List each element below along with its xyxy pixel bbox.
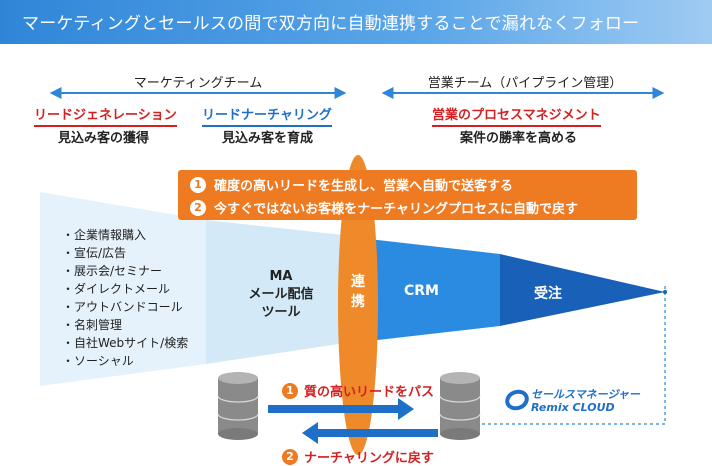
link-label: 連 携 xyxy=(349,272,367,312)
funnel-crm-section xyxy=(360,238,500,342)
callout-box xyxy=(178,170,637,220)
database-ma-icon xyxy=(217,372,259,440)
flow-return-label: 2 ナーチャリングに戻す xyxy=(282,447,434,466)
ma-label-line2: メール配信 xyxy=(248,287,314,302)
list-item: ・企業情報購入 xyxy=(62,228,147,242)
phase-lead-nurturing-title: リードナーチャリング xyxy=(202,108,332,127)
ma-label-line1: MA xyxy=(269,269,293,284)
banner-title: マーケティングとセールスの間で双方向に自動連携することで漏れなくフォロー xyxy=(22,14,640,34)
list-item: ・ダイレクトメール xyxy=(62,282,171,296)
funnel-ma-section xyxy=(206,220,352,364)
funnel-order-section xyxy=(500,254,665,326)
list-item: ・宣伝/広告 xyxy=(62,246,127,260)
flow-pass-text: 質の高いリードをパス xyxy=(304,385,435,400)
order-label: 受注 xyxy=(534,286,562,302)
marketing-team-label: マーケティングチーム xyxy=(133,76,263,91)
list-item: ・名刺管理 xyxy=(62,318,123,332)
phase-lead-generation-subtitle: 見込み客の獲得 xyxy=(58,131,150,146)
phase-sales-process-subtitle: 案件の勝率を高める xyxy=(460,131,578,146)
funnel-lead-section xyxy=(40,192,206,386)
crm-label: CRM xyxy=(404,283,439,299)
flow-pass-label: 1 質の高いリードをパス xyxy=(282,381,434,400)
database-crm-icon xyxy=(439,372,481,440)
phase-lead-generation: リードジェネレーション xyxy=(34,104,177,127)
list-item: ・ソーシャル xyxy=(62,354,134,368)
list-item: ・アウトバンドコール xyxy=(62,300,183,314)
link-ellipse xyxy=(338,155,378,455)
ma-label: MA メール配信 ツール xyxy=(226,268,336,322)
list-item: ・展示会/セミナー xyxy=(62,264,163,278)
phase-lead-nurturing-subtitle: 見込み客を育成 xyxy=(222,131,314,146)
number-2-icon: 2 xyxy=(190,199,206,216)
callout-item-1: 1 確度の高いリードを生成し、営業へ自動で送客する xyxy=(190,175,513,194)
number-1-icon: 1 xyxy=(282,382,298,399)
pass-arrow-right xyxy=(268,398,414,420)
callout-item-2: 2 今すぐではないお客様をナーチャリングプロセスに自動で戻す xyxy=(190,198,578,217)
return-arrow-left xyxy=(302,422,438,444)
lead-source-list: ・企業情報購入 ・宣伝/広告 ・展示会/セミナー ・ダイレクトメール ・アウトバ… xyxy=(62,226,188,370)
ma-label-line3: ツール xyxy=(261,305,301,320)
sales-team-label: 営業チーム（パイプライン管理） xyxy=(427,76,623,91)
callout-item-1-text: 確度の高いリードを生成し、営業へ自動で送客する xyxy=(214,179,514,194)
number-1-icon: 1 xyxy=(190,176,206,193)
title-banner xyxy=(0,0,712,44)
flow-return-text: ナーチャリングに戻す xyxy=(304,451,434,466)
phase-sales-process-title: 営業のプロセスマネジメント xyxy=(432,108,601,127)
logo-brand: Remix CLOUD xyxy=(531,401,615,414)
phase-sales-process: 営業のプロセスマネジメント xyxy=(432,104,601,127)
phase-lead-nurturing: リードナーチャリング xyxy=(202,104,332,127)
logo-text: セールスマネージャー xyxy=(531,388,640,401)
list-item: ・自社Webサイト/検索 xyxy=(62,336,189,350)
phase-lead-generation-title: リードジェネレーション xyxy=(34,108,177,127)
link-label-char2: 携 xyxy=(351,294,365,310)
link-label-char1: 連 xyxy=(351,274,365,290)
callout-item-2-text: 今すぐではないお客様をナーチャリングプロセスに自動で戻す xyxy=(214,202,579,217)
remix-logo-icon xyxy=(505,389,529,411)
number-2-icon: 2 xyxy=(282,448,298,465)
